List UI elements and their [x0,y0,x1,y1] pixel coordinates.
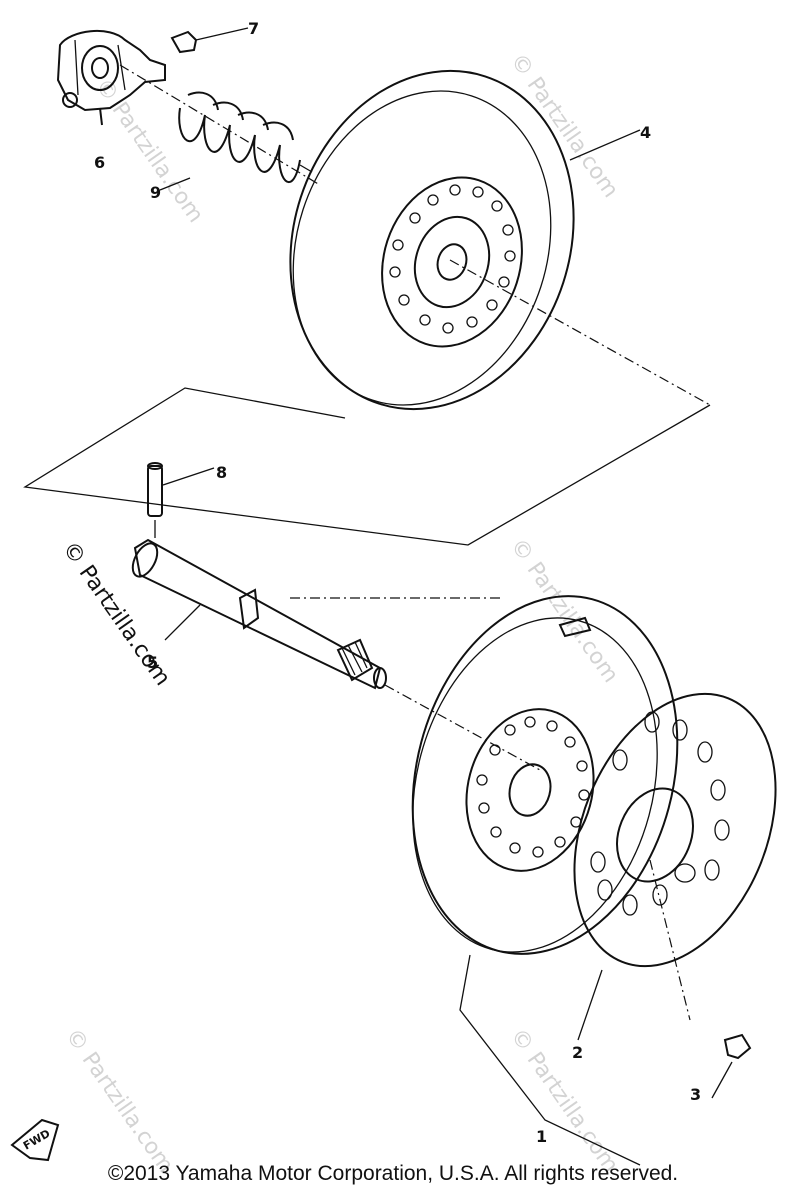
part-6-cam-housing [56,29,166,126]
watermark-mid-left-light: © Partzilla.com [90,74,208,227]
centerline-bolt [649,859,691,1021]
fwd-label: FWD [21,1127,52,1153]
watermark-bottom-left: © Partzilla.com [60,1024,178,1177]
part-7-fitting [170,27,249,54]
callout-4: 4 [640,123,651,142]
centerline-sheave-axis [449,259,711,406]
guide-parallelogram [23,387,711,546]
part-3-bolt [711,1033,752,1099]
callout-1: 1 [536,1127,547,1146]
callout-3: 3 [690,1085,701,1104]
callout-7: 7 [248,19,259,38]
callout-6: 6 [94,153,105,172]
copyright-notice: ©2013 Yamaha Motor Corporation, U.S.A. A… [107,1162,679,1185]
part-5-shaft [131,538,387,690]
watermark-top-right: © Partzilla.com [505,49,623,202]
part-8-pin [147,462,215,538]
centerline-upper [119,64,321,186]
callout-5: 5 [147,653,158,672]
callout-9: 9 [150,183,161,202]
part-2-cover-plate [573,692,777,968]
watermark-mid-right: © Partzilla.com [505,534,623,687]
callout-2: 2 [572,1043,583,1062]
leader-2 [577,969,603,1041]
fwd-arrow: FWD [10,1118,60,1162]
callout-8: 8 [216,463,227,482]
part-9-spring [159,91,313,191]
part-4-movable-sheave [289,69,641,411]
part-1-fixed-sheave [411,595,679,955]
centerline-shaft [384,684,541,771]
watermark-bottom-right: © Partzilla.com [505,1024,623,1177]
leader-1 [459,954,641,1166]
